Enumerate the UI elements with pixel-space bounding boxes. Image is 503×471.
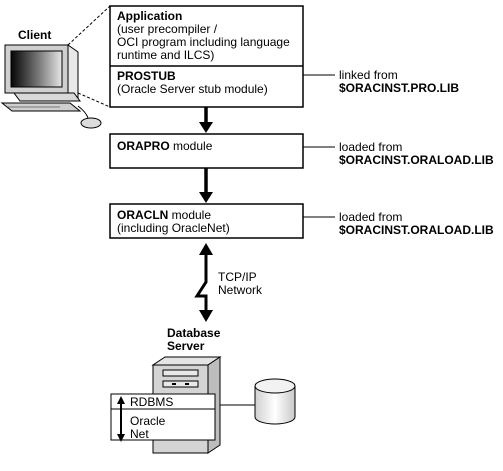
annotation-3-prefix: loaded from bbox=[339, 210, 403, 224]
prostub-desc: (Oracle Server stub module) bbox=[117, 82, 268, 96]
orapro-name: ORAPRO bbox=[117, 139, 170, 153]
application-desc-line-3: runtime and ILCS) bbox=[117, 48, 215, 62]
oracln-suffix: module bbox=[168, 208, 212, 222]
arrow-orapro-to-oracln bbox=[199, 168, 213, 203]
client-label: Client bbox=[18, 28, 52, 42]
oracln-box bbox=[109, 203, 304, 239]
annotation-1-path: $ORACINST.PRO.LIB bbox=[339, 81, 460, 95]
orapro-label: ORAPRO module bbox=[117, 140, 212, 153]
arrow-app-to-orapro bbox=[199, 107, 213, 133]
oracle-net-line-1: Oracle bbox=[130, 414, 166, 428]
prostub-title: PROSTUB bbox=[117, 69, 176, 83]
client-callout-lines bbox=[67, 5, 111, 108]
rdbms-label: RDBMS bbox=[130, 395, 174, 409]
annotation-3-path: $ORACINST.ORALOAD.LIB bbox=[339, 223, 494, 237]
server-title-line-2: Server bbox=[167, 339, 205, 353]
client-computer-icon bbox=[0, 44, 102, 129]
application-desc-line-2: OCI program including language bbox=[117, 35, 290, 49]
oracln-label: ORACLN module bbox=[117, 209, 211, 222]
network-bolt-arrow bbox=[194, 243, 213, 322]
oracle-net-line-2: Net bbox=[130, 427, 149, 441]
application-box bbox=[109, 5, 304, 108]
annotation-leaders bbox=[303, 74, 335, 218]
database-cylinder-icon bbox=[254, 378, 296, 425]
annotation-2-path: $ORACINST.ORALOAD.LIB bbox=[339, 153, 494, 167]
annotation-2-prefix: loaded from bbox=[339, 140, 403, 154]
application-desc-line-1: (user precompiler / bbox=[117, 22, 218, 36]
oracln-name: ORACLN bbox=[117, 208, 169, 222]
oracln-desc: (including OracleNet) bbox=[117, 221, 230, 235]
application-title: Application bbox=[117, 9, 183, 23]
annotation-1-prefix: linked from bbox=[339, 68, 398, 82]
orapro-suffix: module bbox=[169, 139, 213, 153]
server-software-box bbox=[110, 393, 216, 442]
network-label-line-1: TCP/IP bbox=[218, 270, 257, 284]
network-label-line-2: Network bbox=[218, 283, 263, 297]
server-title-line-1: Database bbox=[167, 326, 221, 340]
